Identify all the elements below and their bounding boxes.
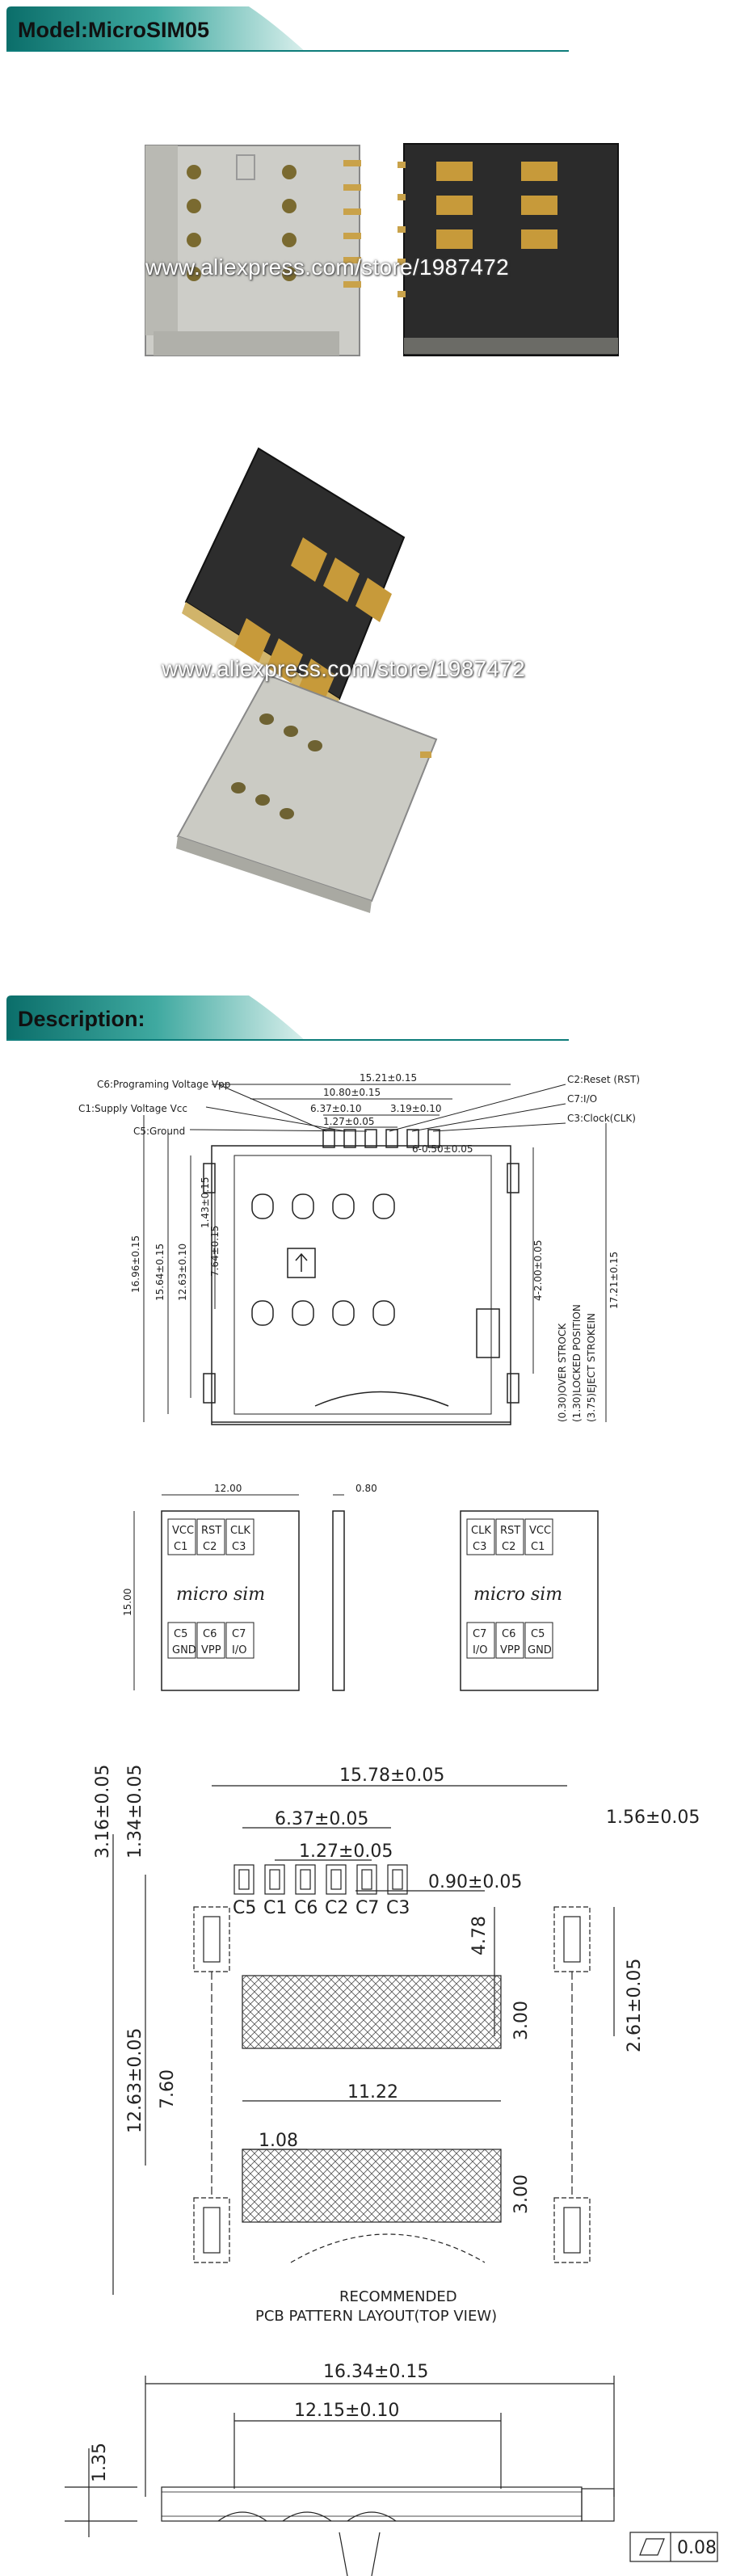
- dim-10-80: 10.80±0.15: [323, 1087, 381, 1098]
- callout-c6: C6:Programing Voltage Vpp: [97, 1079, 230, 1090]
- right-vcc: VCC: [529, 1525, 551, 1537]
- pin-c3: C3: [386, 1898, 410, 1918]
- flatness-value: 0.08: [677, 2538, 717, 2558]
- card-height: 15.00: [122, 1589, 133, 1616]
- dim-1-27: 1.27±0.05: [323, 1116, 375, 1127]
- callout-c7: C7:I/O: [567, 1093, 597, 1105]
- left-c2: C2: [203, 1541, 217, 1553]
- left-vcc: VCC: [172, 1525, 194, 1537]
- pcb-dim-1-08: 1.08: [259, 2131, 298, 2151]
- callout-c5: C5:Ground: [133, 1126, 185, 1137]
- right-c7: C7: [473, 1628, 486, 1640]
- dim-12-63: 12.63±0.10: [177, 1244, 188, 1301]
- dim-15-21: 15.21±0.15: [360, 1072, 417, 1084]
- eject-stroke: (3.75)EJECT STROKEIN: [586, 1313, 597, 1422]
- left-gnd: GND: [172, 1644, 196, 1656]
- pcb-dim-1-34: 1.34±0.05: [125, 1765, 145, 1858]
- dim-4-2-00: 4-2.00±0.05: [532, 1240, 544, 1301]
- left-c1: C1: [174, 1541, 187, 1553]
- pcb-dim-2-61: 2.61±0.05: [625, 1959, 645, 2052]
- pcb-dim-3-00-a: 3.00: [511, 2001, 532, 2040]
- left-card-label: micro sim: [176, 1585, 265, 1605]
- right-c2: C2: [502, 1541, 515, 1553]
- pcb-dim-12-63: 12.63±0.05: [125, 2028, 145, 2133]
- dim-6-0-50: 6-0.50±0.05: [412, 1143, 473, 1155]
- pcb-dim-1-27: 1.27±0.05: [299, 1842, 393, 1862]
- pcb-dim-11-22: 11.22: [347, 2082, 398, 2102]
- banner-underline: [6, 50, 569, 52]
- left-clk: CLK: [230, 1525, 250, 1537]
- side-dim-16-34: 16.34±0.15: [323, 2362, 428, 2382]
- right-io: I/O: [473, 1644, 487, 1656]
- micro-sim-card-drawing: 12.00 0.80 15.00 VCC RST CLK C1 C2 C3 C5…: [122, 1483, 599, 1691]
- callout-c2: C2:Reset (RST): [567, 1074, 640, 1085]
- right-clk: CLK: [471, 1525, 491, 1537]
- over-stroke: (0.30)OVER STROCK: [557, 1323, 568, 1422]
- side-dim-12-15: 12.15±0.10: [294, 2401, 399, 2421]
- watermark-1: www.aliexpress.com/store/1987472: [145, 255, 510, 280]
- pcb-dim-15-78: 15.78±0.05: [339, 1766, 444, 1786]
- pcb-caption-recommended: RECOMMENDED: [339, 2288, 457, 2305]
- card-thickness: 0.80: [355, 1483, 377, 1494]
- model-banner: Model:MicroSIM05: [6, 6, 323, 53]
- left-rst: RST: [201, 1525, 221, 1537]
- pcb-dim-1-56: 1.56±0.05: [606, 1808, 700, 1828]
- right-c5: C5: [531, 1628, 545, 1640]
- side-view-drawing: 16.34±0.15 12.15±0.10 1.35 0.08: [65, 2362, 718, 2576]
- dim-7-64: 7.64±0.15: [209, 1226, 221, 1277]
- card-width: 12.00: [214, 1483, 242, 1494]
- right-gnd: GND: [528, 1644, 552, 1656]
- left-c6: C6: [203, 1628, 217, 1640]
- connector-outline-drawing: C6:Programing Voltage Vpp C1:Supply Volt…: [78, 1072, 640, 1425]
- pin-c5: C5: [233, 1898, 256, 1918]
- left-c7: C7: [232, 1628, 246, 1640]
- dim-6-37: 6.37±0.10: [310, 1103, 362, 1114]
- pin-c2: C2: [325, 1898, 348, 1918]
- connector-photo-top-bottom: [145, 143, 619, 356]
- dim-1-43: 1.43±0.15: [200, 1177, 211, 1229]
- pin-c7: C7: [355, 1898, 379, 1918]
- left-io: I/O: [232, 1644, 246, 1656]
- dim-17-21: 17.21±0.15: [608, 1252, 620, 1309]
- pcb-layout-drawing: 15.78±0.05 6.37±0.05 1.27±0.05 0.90±0.05…: [93, 1765, 700, 2325]
- side-dim-1-35: 1.35: [90, 2443, 110, 2482]
- right-card-label: micro sim: [473, 1585, 562, 1605]
- right-vpp: VPP: [500, 1644, 520, 1656]
- pcb-dim-4-78: 4.78: [469, 1916, 490, 1955]
- dim-3-19: 3.19±0.10: [390, 1103, 442, 1114]
- pcb-dim-6-37: 6.37±0.05: [275, 1809, 368, 1829]
- pcb-dim-7-60: 7.60: [158, 2069, 178, 2109]
- pin-c1: C1: [263, 1898, 287, 1918]
- description-title: Description:: [18, 1007, 145, 1031]
- callout-c1: C1:Supply Voltage Vcc: [78, 1103, 187, 1114]
- right-c1: C1: [531, 1541, 545, 1553]
- callout-c3: C3:Clock(CLK): [567, 1113, 636, 1124]
- model-title: Model:MicroSIM05: [18, 18, 210, 42]
- pcb-dim-0-90: 0.90±0.05: [428, 1872, 522, 1892]
- description-banner: Description:: [6, 995, 323, 1042]
- pcb-dim-3-16: 3.16±0.05: [93, 1765, 113, 1858]
- description-underline: [6, 1039, 569, 1041]
- connector-photo-angled: [176, 447, 438, 913]
- left-c3: C3: [232, 1541, 246, 1553]
- dim-15-64: 15.64±0.15: [154, 1244, 166, 1301]
- right-rst: RST: [500, 1525, 520, 1537]
- left-c5: C5: [174, 1628, 187, 1640]
- right-c6: C6: [502, 1628, 515, 1640]
- pcb-dim-3-00-b: 3.00: [511, 2174, 532, 2214]
- locked-position: (1.30)LOCKED POSITION: [571, 1304, 583, 1422]
- watermark-2: www.aliexpress.com/store/1987472: [162, 656, 526, 681]
- pcb-caption-layout: PCB PATTERN LAYOUT(TOP VIEW): [255, 2308, 497, 2325]
- left-vpp: VPP: [201, 1644, 221, 1656]
- right-c3: C3: [473, 1541, 486, 1553]
- dim-16-96: 16.96±0.15: [130, 1235, 141, 1293]
- pin-c6: C6: [294, 1898, 318, 1918]
